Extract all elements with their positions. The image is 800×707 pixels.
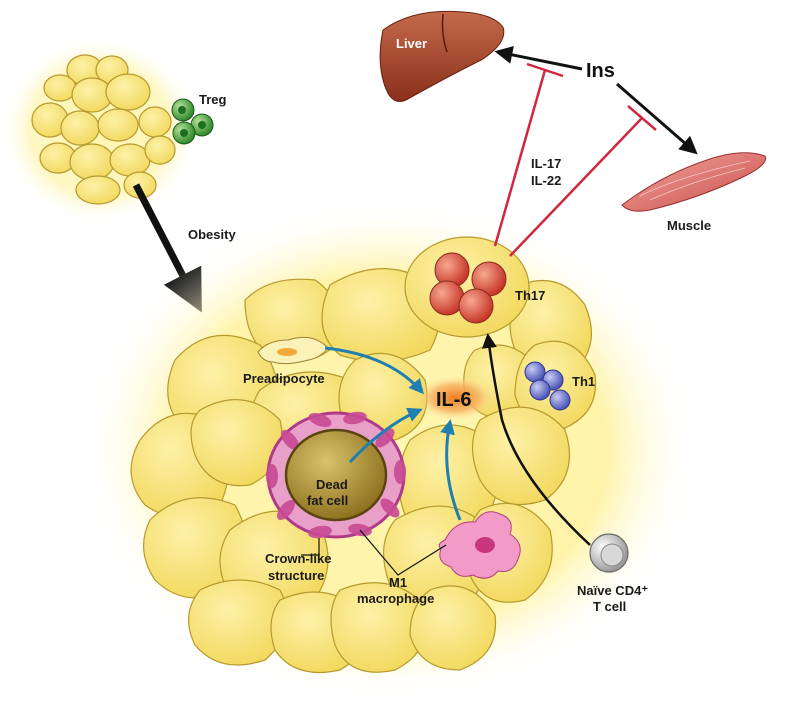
muscle-label: Muscle xyxy=(667,218,711,233)
macrophage-to-il6-arrow xyxy=(440,419,462,521)
crown-like-label-1: Crown-like xyxy=(265,551,331,566)
preadipocyte-to-il6-arrow xyxy=(324,346,424,395)
naive-label-1: Naïve CD4⁺ xyxy=(577,583,648,598)
il6-glow xyxy=(415,376,495,420)
crown-like-leader xyxy=(301,538,320,556)
crown-like-label-2: structure xyxy=(268,568,324,583)
il17-label: IL-17 xyxy=(531,156,561,171)
liver xyxy=(379,10,505,102)
ins-to-liver-arrow xyxy=(494,46,583,71)
inhibition-lines xyxy=(493,62,657,257)
treg-label: Treg xyxy=(199,92,227,107)
deadcell-to-il6-arrow xyxy=(348,407,423,464)
lean-adipose-tissue: Treg xyxy=(0,35,227,225)
ins-to-muscle-arrow xyxy=(616,82,698,155)
th1-cells xyxy=(524,361,571,411)
il6-label: IL-6 xyxy=(436,389,472,411)
dead-fat-cell-label-1: Dead xyxy=(316,477,348,492)
treg-cells xyxy=(171,98,214,145)
obese-adipose-tissue: Th17 Th1 Preadipocyte IL-6 xyxy=(80,200,700,700)
naive-to-th17-arrow xyxy=(481,333,591,546)
th1-label: Th1 xyxy=(572,374,595,389)
th17-label: Th17 xyxy=(515,288,545,303)
naive-label-2: T cell xyxy=(593,599,626,614)
m1-leader xyxy=(359,529,447,576)
il22-label: IL-22 xyxy=(531,173,561,188)
ins-label: Ins xyxy=(586,60,615,82)
th17-cells xyxy=(429,252,507,324)
liver-label: Liver xyxy=(396,36,427,51)
m1-label-2: macrophage xyxy=(357,591,434,606)
dead-fat-cell-label-2: fat cell xyxy=(307,493,348,508)
muscle xyxy=(621,152,767,212)
m1-label-1: M1 xyxy=(389,575,407,590)
obesity-label: Obesity xyxy=(188,227,236,242)
preadipocyte-label: Preadipocyte xyxy=(243,371,325,386)
